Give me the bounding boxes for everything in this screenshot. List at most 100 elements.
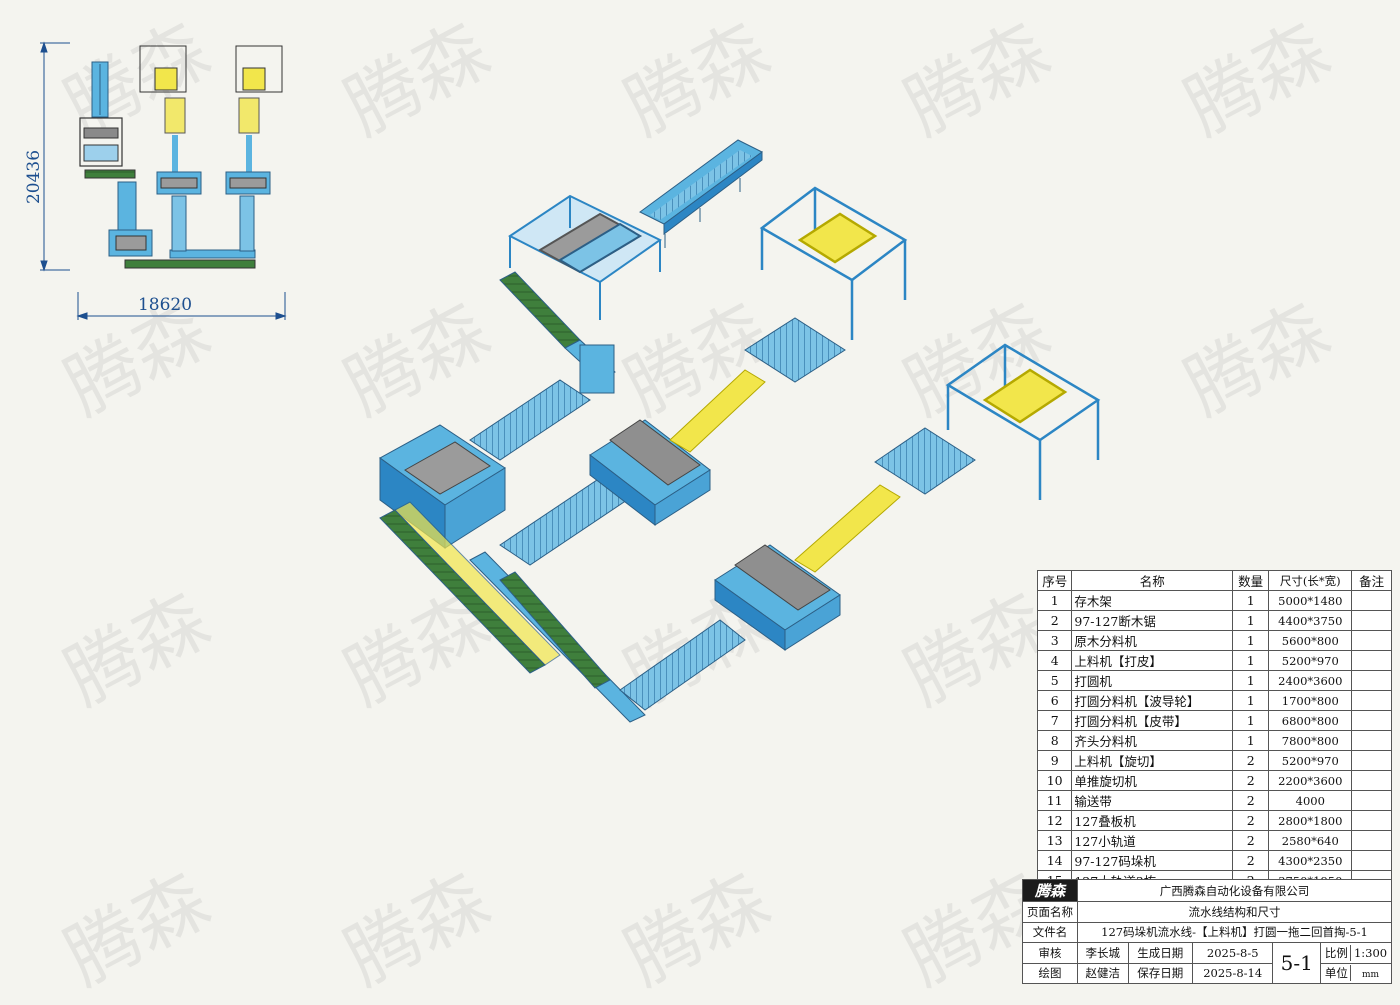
- bom-note: [1351, 590, 1392, 611]
- bom-no: 1: [1036, 590, 1073, 611]
- scale-label: 比例: [1322, 944, 1352, 961]
- bom-no: 6: [1036, 690, 1073, 711]
- bom-no: 3: [1036, 630, 1073, 651]
- saved-label: 保存日期: [1127, 962, 1194, 984]
- bom-note: [1351, 830, 1392, 851]
- bom-size: 4400*3750: [1268, 610, 1353, 631]
- bom-size: 6800*800: [1268, 710, 1353, 731]
- scale-value: 1:300: [1353, 945, 1388, 960]
- veneer-stacker-2: [874, 427, 976, 495]
- bom-note: [1351, 810, 1392, 831]
- bom-note: [1351, 730, 1392, 751]
- bom-note: [1351, 790, 1392, 811]
- bom-note: [1351, 770, 1392, 791]
- drawn-label: 绘图: [1022, 962, 1078, 984]
- bom-no: 5: [1036, 670, 1073, 691]
- veneer-stacker-1: [744, 317, 846, 383]
- bom-note: [1351, 850, 1392, 871]
- page-name-label: 页面名称: [1022, 901, 1078, 923]
- bom-header-qty: 数量: [1232, 570, 1270, 591]
- height-dimension: 20436: [14, 112, 54, 242]
- saved-date: 2025-8-14: [1192, 962, 1274, 984]
- bom-name: 原木分料机: [1071, 630, 1234, 651]
- bom-name: 齐头分料机: [1071, 730, 1234, 751]
- bom-name: 97-127码垛机: [1071, 850, 1234, 871]
- bom-size: 5200*970: [1268, 650, 1353, 671]
- bom-no: 4: [1036, 650, 1073, 671]
- bom-size: 5000*1480: [1268, 590, 1353, 611]
- bom-name: 输送带: [1071, 790, 1234, 811]
- bom-name: 打圆分料机【波导轮】: [1071, 690, 1234, 711]
- bom-no: 8: [1036, 730, 1073, 751]
- bom-no: 11: [1036, 790, 1073, 811]
- unit-label: 单位: [1322, 965, 1352, 982]
- bom-size: 7800*800: [1268, 730, 1353, 751]
- bom-no: 13: [1036, 830, 1073, 851]
- bom-qty: 2: [1232, 830, 1270, 851]
- height-dimension-text: 20436: [24, 149, 44, 205]
- bom-header-note: 备注: [1351, 570, 1392, 591]
- page-name: 流水线结构和尺寸: [1077, 901, 1392, 923]
- title-block: 腾森 广西腾森自动化设备有限公司 页面名称 流水线结构和尺寸 文件名 127码垛…: [1022, 879, 1392, 984]
- bom-size: 4300*2350: [1268, 850, 1353, 871]
- bom-size: 5200*970: [1268, 750, 1353, 771]
- bom-note: [1351, 610, 1392, 631]
- bom-name: 127小轨道: [1071, 830, 1234, 851]
- bom-size: 2400*3600: [1268, 670, 1353, 691]
- bom-qty: 2: [1232, 770, 1270, 791]
- bom-qty: 2: [1232, 790, 1270, 811]
- bom-qty: 2: [1232, 750, 1270, 771]
- bom-no: 2: [1036, 610, 1073, 631]
- created-label: 生成日期: [1127, 942, 1194, 964]
- reviewer: 李长城: [1077, 942, 1129, 964]
- bom-header-row: 序号 名称 数量 尺寸(长*宽) 备注: [1036, 570, 1392, 591]
- bom-note: [1351, 650, 1392, 671]
- bom-size: 5600*800: [1268, 630, 1353, 651]
- bom-qty: 1: [1232, 590, 1270, 611]
- bom-size: 2580*640: [1268, 830, 1353, 851]
- bom-name: 上料机【打皮】: [1071, 650, 1234, 671]
- bom-qty: 1: [1232, 630, 1270, 651]
- bom-qty: 1: [1232, 650, 1270, 671]
- company-logo: 腾森: [1022, 879, 1078, 902]
- bom-name: 存木架: [1071, 590, 1234, 611]
- head-aligning-sorter: [499, 477, 746, 711]
- bom-qty: 1: [1232, 610, 1270, 631]
- bom-header-name: 名称: [1071, 570, 1234, 591]
- bom-header-size: 尺寸(长*宽): [1268, 570, 1353, 591]
- bom-note: [1351, 710, 1392, 731]
- bom-note: [1351, 670, 1392, 691]
- bom-qty: 2: [1232, 850, 1270, 871]
- bom-qty: 1: [1232, 670, 1270, 691]
- bom-qty: 2: [1232, 810, 1270, 831]
- bom-qty: 1: [1232, 710, 1270, 731]
- bom-no: 9: [1036, 750, 1073, 771]
- review-label: 审核: [1022, 942, 1078, 964]
- bom-name: 上料机【旋切】: [1071, 750, 1234, 771]
- debark-feeder: [499, 271, 616, 394]
- bom-note: [1351, 750, 1392, 771]
- bom-qty: 1: [1232, 690, 1270, 711]
- bom-note: [1351, 690, 1392, 711]
- bom-name: 打圆机: [1071, 670, 1234, 691]
- palletizer-2: [945, 343, 1101, 500]
- file-name-label: 文件名: [1022, 921, 1078, 943]
- isometric-production-line: [379, 139, 1101, 723]
- bom-name: 打圆分料机【皮带】: [1071, 710, 1234, 731]
